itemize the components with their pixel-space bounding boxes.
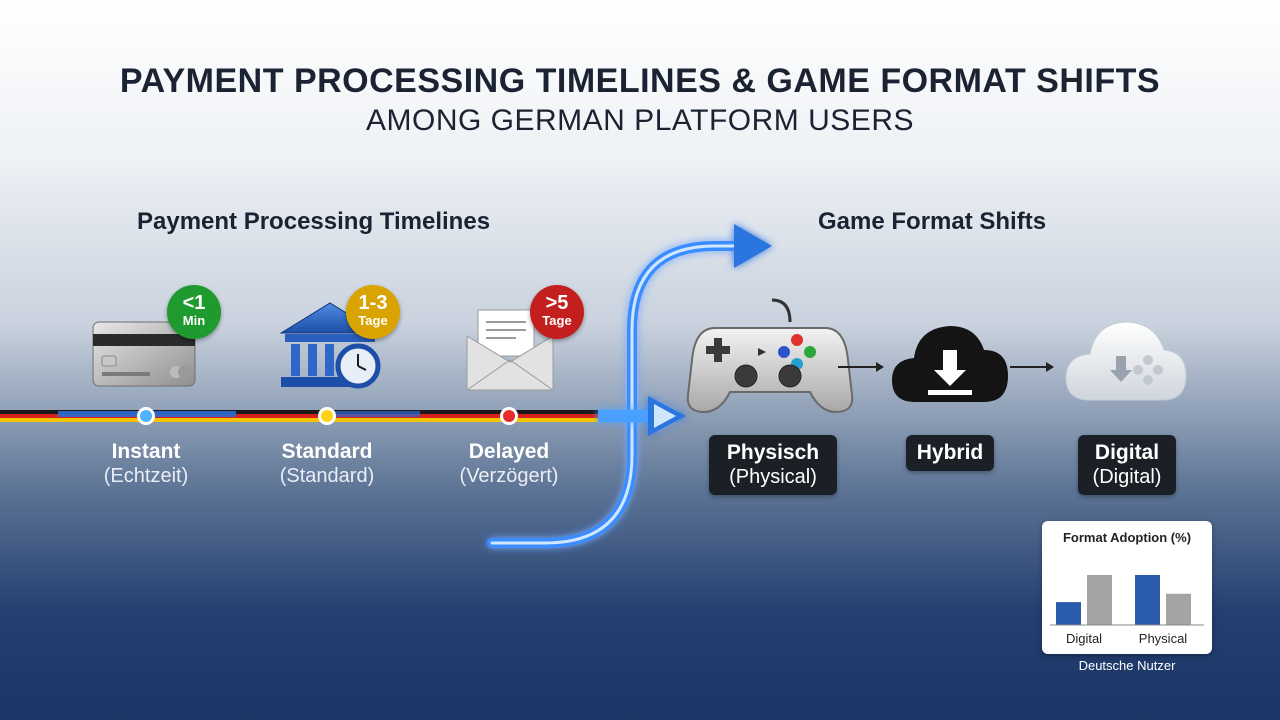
badge-delayed: >5 Tage — [530, 285, 584, 339]
timeline-arrow — [598, 396, 686, 436]
bank-clock-icon — [279, 302, 381, 389]
format-physical-label: Physisch — [726, 441, 820, 464]
stage-instant: Instant (Echtzeit) — [56, 440, 236, 488]
cloud-download-icon — [892, 326, 1008, 402]
format-hybrid-label: Hybrid — [916, 441, 984, 464]
badge-delayed-value: >5 — [545, 292, 569, 314]
chart-bar-digital-1 — [1056, 602, 1081, 625]
stage-dot-delayed — [500, 407, 518, 425]
chart-plot: Digital Physical — [1050, 575, 1204, 646]
stage-dot-standard — [318, 407, 336, 425]
format-physical-sublabel: (Physical) — [729, 466, 817, 488]
transition-curve-arrow — [487, 224, 772, 548]
envelope-icon — [466, 309, 554, 391]
stage-standard: Standard (Standard) — [237, 440, 417, 488]
format-digital-sublabel: (Digital) — [1092, 466, 1162, 488]
timeline-band-black — [0, 410, 600, 414]
timeline-segment-standard — [330, 411, 420, 417]
format-digital-label: Digital — [1094, 441, 1160, 464]
chart-footnote: Deutsche Nutzer — [1078, 658, 1176, 673]
chart-tick-physical: Physical — [1139, 631, 1188, 646]
page-subtitle: AMONG GERMAN PLATFORM USERS — [366, 104, 914, 137]
stage-delayed-label: Delayed — [468, 440, 550, 463]
format-arrow-2 — [1010, 362, 1054, 372]
badge-standard-unit: Tage — [358, 313, 388, 328]
credit-card-icon — [92, 321, 196, 387]
chart-bar-digital-2 — [1087, 575, 1112, 625]
stage-standard-sublabel: (Standard) — [279, 465, 375, 487]
cloud-gamepad-icon — [1065, 321, 1187, 401]
format-arrow-1 — [838, 362, 884, 372]
timeline-band-red — [0, 414, 600, 418]
chart-title: Format Adoption (%) — [1062, 530, 1192, 545]
badge-instant: <1 Min — [167, 285, 221, 339]
stage-standard-label: Standard — [281, 440, 373, 463]
timeline-band-gold — [0, 418, 600, 422]
format-digital: Digital (Digital) — [1078, 435, 1176, 495]
badge-standard-value: 1-3 — [358, 292, 388, 314]
stage-delayed-sublabel: (Verzögert) — [459, 465, 559, 487]
badge-instant-value: <1 — [182, 292, 206, 314]
stage-instant-label: Instant — [111, 440, 181, 463]
stage-delayed: Delayed (Verzögert) — [419, 440, 599, 488]
chart-bar-physical-2 — [1166, 593, 1191, 625]
chart-tick-digital: Digital — [1066, 631, 1102, 646]
payment-heading: Payment Processing Timelines — [137, 208, 491, 235]
badge-standard: 1-3 Tage — [346, 285, 400, 339]
page-title: PAYMENT PROCESSING TIMELINES & GAME FORM… — [119, 62, 1161, 100]
formats-heading: Game Format Shifts — [818, 208, 1047, 235]
format-physical: Physisch (Physical) — [709, 435, 837, 495]
stage-dot-instant — [137, 407, 155, 425]
chart-bar-physical-1 — [1135, 575, 1160, 625]
format-hybrid: Hybrid — [906, 435, 994, 471]
stage-instant-sublabel: (Echtzeit) — [103, 465, 189, 487]
badge-instant-unit: Min — [182, 313, 206, 328]
badge-delayed-unit: Tage — [542, 313, 572, 328]
gamepad-icon — [686, 298, 854, 414]
format-adoption-chart: Format Adoption (%) Digital Physical — [1042, 521, 1212, 654]
